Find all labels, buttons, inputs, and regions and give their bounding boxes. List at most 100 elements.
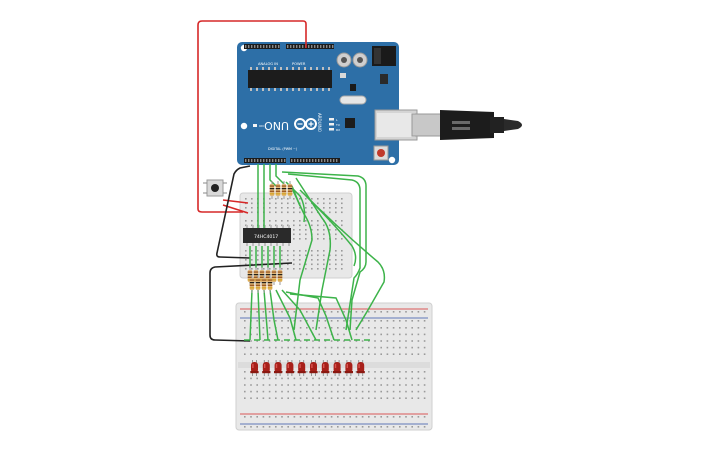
- breadboard-hole: [293, 224, 295, 227]
- chip-pin: [328, 67, 330, 70]
- resistor-band: [277, 279, 283, 281]
- breadboard-hole: [268, 384, 271, 386]
- breadboard-hole: [386, 353, 389, 355]
- resistor: [255, 278, 261, 290]
- breadboard-hole: [306, 346, 308, 349]
- header-pin: [311, 45, 313, 48]
- led-highlight: [311, 364, 313, 368]
- header-pin: [266, 159, 268, 162]
- header-pin: [336, 159, 338, 162]
- breadboard-hole: [368, 397, 370, 399]
- breadboard-hole: [374, 371, 376, 373]
- breadboard-hole: [405, 390, 407, 393]
- breadboard-hole: [405, 416, 407, 418]
- tx-label: TX: [335, 123, 340, 127]
- breadboard-hole: [374, 311, 376, 313]
- breadboard-hole: [251, 268, 253, 270]
- breadboard-hole: [417, 397, 420, 399]
- breadboard-hole: [293, 250, 295, 252]
- breadboard-hole: [337, 426, 339, 428]
- breadboard-hole: [250, 346, 252, 349]
- breadboard-hole: [399, 353, 401, 355]
- breadboard-hole: [281, 416, 283, 418]
- led-base: [274, 371, 283, 374]
- breadboard-hole: [330, 346, 333, 349]
- breadboard-hole: [312, 384, 314, 386]
- breadboard-hole: [293, 371, 296, 373]
- breadboard-hole: [281, 250, 283, 252]
- breadboard-hole: [335, 207, 337, 209]
- breadboard-hole: [341, 220, 343, 222]
- reset-button-cap[interactable]: [377, 149, 385, 157]
- breadboard-hole: [287, 211, 289, 214]
- breadboard-hole: [380, 311, 382, 313]
- chip-pin: [256, 67, 258, 70]
- breadboard-hole: [262, 311, 265, 313]
- breadboard-hole: [245, 250, 247, 252]
- breadboard-hole: [281, 207, 283, 209]
- breadboard-hole: [361, 397, 364, 399]
- breadboard-hole: [323, 207, 325, 209]
- breadboard-hole: [244, 353, 246, 355]
- breadboard-hole: [386, 371, 389, 373]
- breadboard-hole: [330, 340, 333, 342]
- header-pin: [315, 159, 317, 162]
- breadboard-hole: [405, 371, 407, 373]
- resistor-band: [261, 287, 267, 289]
- breadboard-hole: [287, 327, 289, 329]
- breadboard-hole: [368, 390, 370, 393]
- breadboard-hole: [399, 333, 401, 336]
- breadboard-hole: [411, 384, 413, 386]
- push-button[interactable]: [203, 179, 227, 197]
- resistor-band: [255, 284, 261, 286]
- resistor-band: [255, 282, 261, 284]
- breadboard-hole: [337, 320, 339, 322]
- breadboard-hole: [330, 416, 333, 418]
- breadboard-hole: [337, 346, 339, 349]
- breadboard-hole: [335, 259, 337, 261]
- breadboard-hole: [324, 333, 327, 336]
- resistor: [269, 184, 275, 196]
- breadboard-hole: [281, 268, 283, 270]
- resistor-band: [277, 276, 283, 278]
- breadboard-hole: [293, 263, 295, 266]
- breadboard-hole: [392, 397, 395, 399]
- breadboard-hole: [380, 426, 382, 428]
- breadboard-hole: [293, 259, 295, 261]
- breadboard-hole: [250, 377, 252, 380]
- breadboard-hole: [355, 416, 358, 418]
- breadboard-hole: [330, 311, 333, 313]
- breadboard-hole: [268, 311, 271, 313]
- breadboard-hole: [269, 224, 271, 227]
- breadboard-hole: [287, 353, 289, 355]
- breadboard-hole: [251, 198, 253, 200]
- resistor-band: [265, 274, 271, 276]
- chip-pin: [288, 243, 290, 246]
- breadboard-hole: [355, 390, 358, 393]
- breadboard-hole: [269, 220, 271, 222]
- breadboard-hole: [361, 327, 364, 329]
- breadboard-hole: [287, 224, 289, 227]
- breadboard-hole: [355, 426, 358, 428]
- chip-pin: [258, 243, 260, 246]
- breadboard-hole: [317, 254, 319, 257]
- breadboard-hole: [392, 390, 395, 393]
- breadboard-hole: [423, 371, 426, 373]
- breadboard-hole: [305, 263, 307, 266]
- breadboard-hole: [317, 202, 319, 205]
- breadboard-hole: [311, 224, 313, 227]
- l-label: L: [336, 118, 338, 122]
- resistor-band: [271, 274, 277, 276]
- breadboard-hole: [405, 311, 407, 313]
- breadboard-hole: [349, 397, 351, 399]
- breadboard-hole: [251, 211, 253, 214]
- led-highlight: [346, 364, 348, 368]
- breadboard-hole: [361, 333, 364, 336]
- breadboard-hole: [380, 416, 382, 418]
- header-pin: [254, 45, 256, 48]
- breadboard-hole: [317, 263, 319, 266]
- breadboard-hole: [268, 320, 271, 322]
- breadboard-hole: [306, 353, 308, 355]
- mount-hole: [240, 122, 248, 130]
